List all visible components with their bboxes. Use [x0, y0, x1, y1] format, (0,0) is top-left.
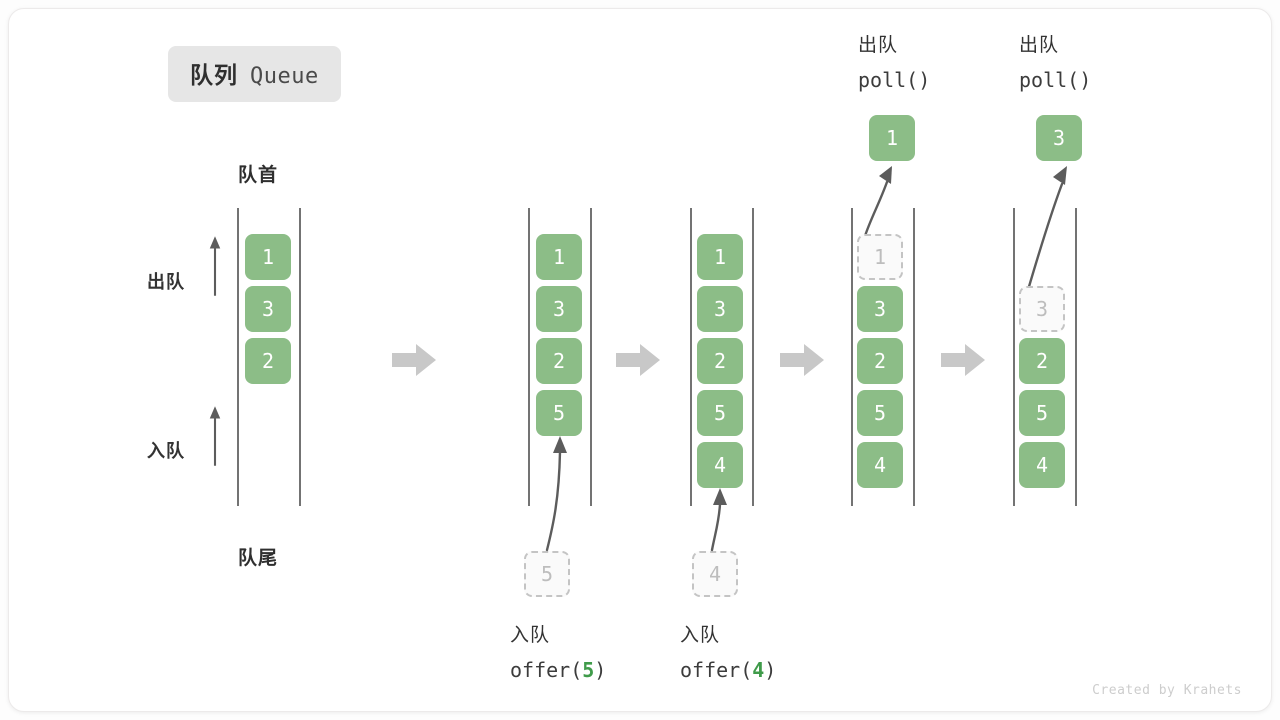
queue-rail-left	[690, 208, 692, 506]
title-chinese: 队列	[190, 62, 238, 88]
stage-separator-arrow-icon	[941, 344, 985, 376]
queue-rail-right	[913, 208, 915, 506]
queue-cell: 1	[245, 234, 291, 280]
dequeue-motion-arrow-icon	[863, 166, 892, 238]
title-english: Queue	[250, 64, 319, 89]
dequeue-direction-label: 出队	[147, 272, 185, 292]
enqueue-motion-arrow-icon	[545, 436, 567, 552]
queue-cell: 3	[697, 286, 743, 332]
queue-cell: 2	[536, 338, 582, 384]
queue-cell-removed: 1	[857, 234, 903, 280]
operation-code: offer(4)	[680, 652, 776, 688]
operation-code-value: 4	[752, 658, 765, 682]
queue-cell: 3	[245, 286, 291, 332]
operation-code-prefix: offer(	[510, 658, 583, 682]
operation-code-prefix: poll(	[1019, 68, 1080, 92]
queue-cell: 3	[536, 286, 582, 332]
queue-rail-left	[528, 208, 530, 506]
stage-separator-arrow-icon	[616, 344, 660, 376]
queue-rail-right	[1075, 208, 1077, 506]
operation-title: 入队	[680, 625, 721, 646]
queue-cell: 2	[697, 338, 743, 384]
queue-cell: 5	[1019, 390, 1065, 436]
operation-title: 入队	[510, 625, 551, 646]
queue-cell: 4	[857, 442, 903, 488]
operation-code-suffix: )	[918, 68, 931, 92]
queue-cell: 5	[697, 390, 743, 436]
queue-tail-label: 队尾	[238, 548, 279, 569]
operation-code-suffix: )	[1079, 68, 1092, 92]
operation-code-suffix: )	[594, 658, 607, 682]
operation-code-prefix: poll(	[858, 68, 919, 92]
outgoing-cell: 3	[1036, 115, 1082, 161]
queue-cell: 3	[857, 286, 903, 332]
incoming-ghost-cell: 5	[524, 551, 570, 597]
operation-code: poll()	[1019, 62, 1091, 98]
dequeue-up-arrow-icon	[209, 236, 221, 296]
diagram-title-chip: 队列 Queue	[168, 46, 341, 102]
operation-code-value: 5	[582, 658, 595, 682]
operation-title: 出队	[858, 35, 899, 56]
queue-cell-new: 4	[697, 442, 743, 488]
queue-cell: 1	[697, 234, 743, 280]
enqueue-direction-label: 入队	[147, 441, 185, 461]
outgoing-cell: 1	[869, 115, 915, 161]
queue-rail-left	[1013, 208, 1015, 506]
credit-text: Created by Krahets	[1092, 683, 1242, 698]
operation-title: 出队	[1019, 35, 1060, 56]
queue-cell-new: 5	[536, 390, 582, 436]
queue-cell: 1	[536, 234, 582, 280]
stage-separator-arrow-icon	[392, 344, 436, 376]
operation-code: offer(5)	[510, 652, 606, 688]
queue-cell: 2	[857, 338, 903, 384]
enqueue-up-arrow-icon	[209, 406, 221, 466]
queue-rail-left	[237, 208, 239, 506]
dequeue-motion-arrow-icon	[1026, 166, 1067, 292]
queue-head-label: 队首	[238, 165, 279, 186]
queue-rail-right	[299, 208, 301, 506]
queue-cell-removed: 3	[1019, 286, 1065, 332]
queue-rail-left	[851, 208, 853, 506]
operation-code-suffix: )	[764, 658, 777, 682]
queue-rail-right	[590, 208, 592, 506]
queue-cell: 5	[857, 390, 903, 436]
queue-cell: 4	[1019, 442, 1065, 488]
incoming-ghost-cell: 4	[692, 551, 738, 597]
operation-code: poll()	[858, 62, 930, 98]
queue-rail-right	[752, 208, 754, 506]
queue-cell: 2	[1019, 338, 1065, 384]
operation-code-prefix: offer(	[680, 658, 753, 682]
enqueue-motion-arrow-icon	[710, 488, 727, 552]
stage-separator-arrow-icon	[780, 344, 824, 376]
queue-cell: 2	[245, 338, 291, 384]
